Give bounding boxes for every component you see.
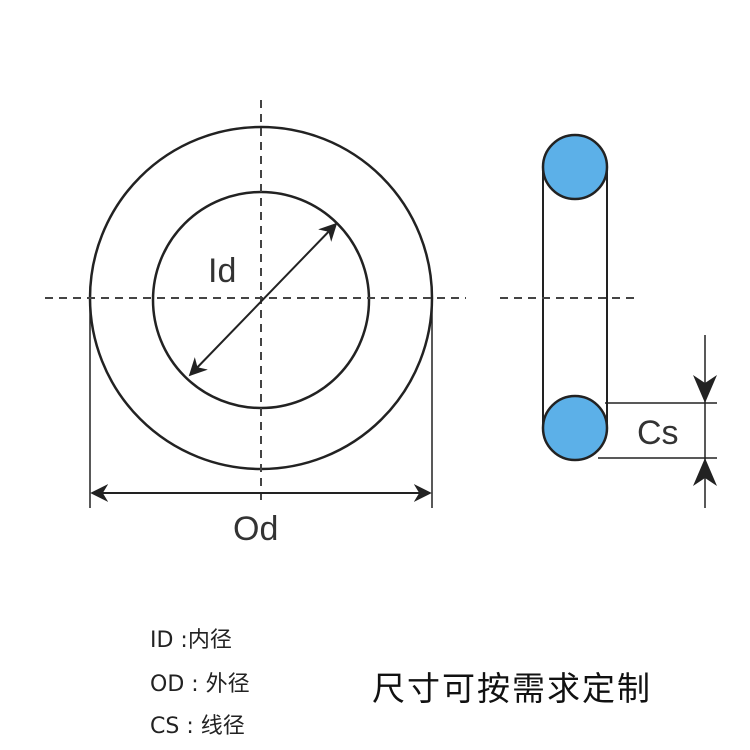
custom-size-slogan: 尺寸可按需求定制 xyxy=(372,669,652,708)
legend-od: OD : 外径 xyxy=(150,672,250,697)
cs-arrow-down xyxy=(693,375,717,403)
side-view xyxy=(500,133,717,508)
id-arrow xyxy=(188,222,338,377)
legend-cs: CS : 线径 xyxy=(150,714,245,739)
cross-section-bottom xyxy=(541,394,609,462)
od-label: Od xyxy=(233,510,279,548)
cs-label: Cs xyxy=(637,414,679,452)
front-view xyxy=(45,100,466,508)
legend-id: ID :内径 xyxy=(150,628,232,653)
id-label: Id xyxy=(208,252,237,290)
cs-arrow-up xyxy=(693,458,717,486)
cross-section-top xyxy=(541,133,609,201)
